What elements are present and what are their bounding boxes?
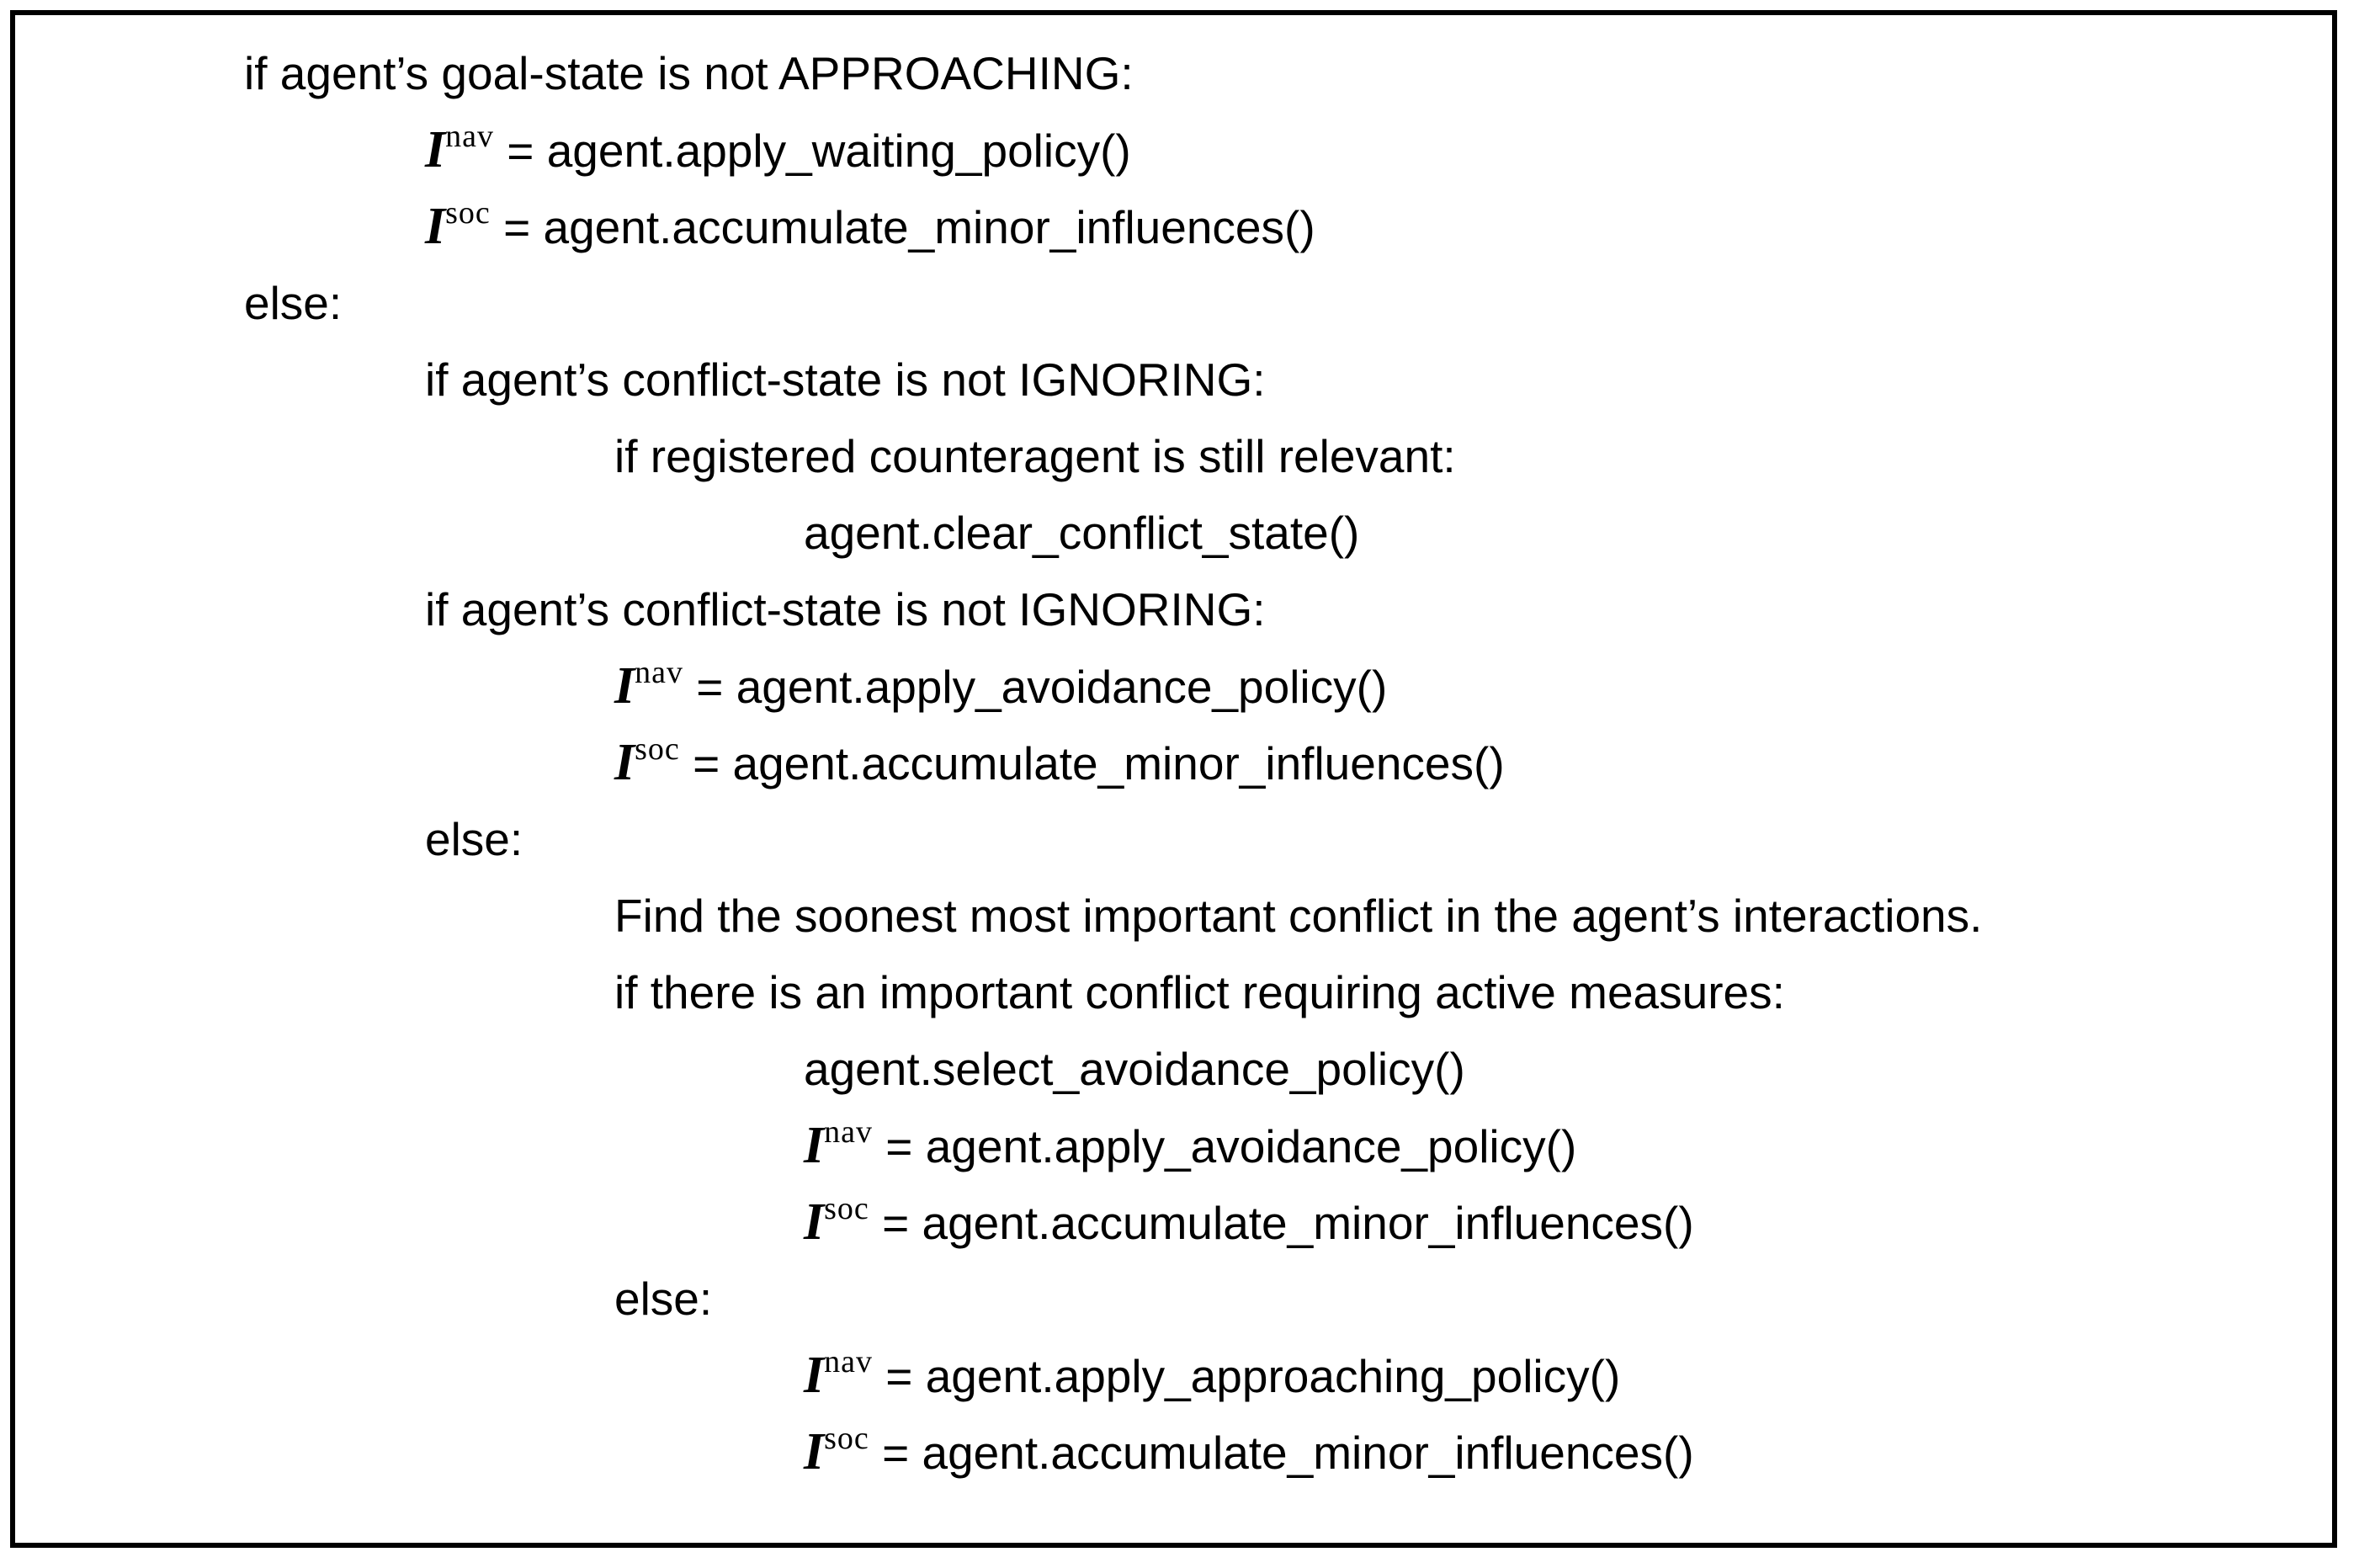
pseudocode-figure-frame: if agent’s goal-state is not APPROACHING… [10, 10, 2337, 1548]
code-line: Find the soonest most important conflict… [15, 878, 2332, 954]
code-line: if there is an important conflict requir… [15, 954, 2332, 1031]
code-text: = agent.accumulate_minor_influences() [869, 1197, 1694, 1249]
code-line: if agent’s goal-state is not APPROACHING… [15, 35, 2332, 112]
code-line: Isoc = agent.accumulate_minor_influences… [15, 1414, 2332, 1491]
code-line: Inav = agent.apply_waiting_policy() [15, 112, 2332, 189]
math-superscript: nav [445, 119, 495, 154]
math-superscript: soc [635, 731, 680, 767]
code-text: = agent.apply_avoidance_policy() [683, 661, 1388, 713]
math-variable: I [804, 1347, 825, 1404]
code-text: agent.clear_conflict_state() [804, 507, 1360, 559]
code-text: = agent.accumulate_minor_influences() [869, 1427, 1694, 1479]
code-line: Inav = agent.apply_avoidance_policy() [15, 1108, 2332, 1184]
code-line: else: [15, 1261, 2332, 1337]
code-line: Isoc = agent.accumulate_minor_influences… [15, 189, 2332, 265]
math-variable: I [614, 657, 635, 715]
code-text: Find the soonest most important conflict… [614, 890, 1983, 942]
code-line: agent.select_avoidance_policy() [15, 1031, 2332, 1108]
math-variable: I [804, 1117, 825, 1174]
code-text: else: [614, 1273, 713, 1325]
math-superscript: soc [824, 1421, 869, 1456]
code-line: Isoc = agent.accumulate_minor_influences… [15, 725, 2332, 801]
code-text: = agent.apply_waiting_policy() [494, 125, 1131, 177]
math-superscript: soc [445, 195, 491, 231]
code-line: if agent’s conflict-state is not IGNORIN… [15, 342, 2332, 418]
code-line: if agent’s conflict-state is not IGNORIN… [15, 571, 2332, 648]
math-superscript: soc [824, 1191, 869, 1226]
code-text: = agent.apply_approaching_policy() [873, 1350, 1621, 1402]
math-superscript: nav [635, 655, 684, 690]
pseudocode-block: if agent’s goal-state is not APPROACHING… [15, 35, 2332, 1491]
code-line: if registered counteragent is still rele… [15, 418, 2332, 495]
math-variable: I [425, 121, 446, 178]
code-text: = agent.apply_avoidance_policy() [873, 1120, 1577, 1172]
math-variable: I [614, 734, 635, 791]
code-line: agent.clear_conflict_state() [15, 495, 2332, 571]
math-variable: I [804, 1193, 825, 1251]
code-text: else: [425, 813, 523, 865]
code-text: if agent’s conflict-state is not IGNORIN… [425, 353, 1266, 406]
math-superscript: nav [824, 1344, 874, 1379]
code-text: if registered counteragent is still rele… [614, 430, 1456, 482]
code-text: agent.select_avoidance_policy() [804, 1043, 1465, 1095]
code-text: else: [244, 277, 343, 329]
code-line: else: [15, 801, 2332, 878]
code-text: if there is an important conflict requir… [614, 966, 1785, 1018]
math-variable: I [804, 1423, 825, 1480]
code-text: if agent’s conflict-state is not IGNORIN… [425, 583, 1266, 635]
code-line: else: [15, 265, 2332, 342]
math-variable: I [425, 198, 446, 255]
code-text: = agent.accumulate_minor_influences() [679, 737, 1505, 789]
code-line: Inav = agent.apply_approaching_policy() [15, 1337, 2332, 1414]
code-text: if agent’s goal-state is not APPROACHING… [244, 47, 1134, 99]
math-superscript: nav [824, 1114, 874, 1150]
code-line: Isoc = agent.accumulate_minor_influences… [15, 1184, 2332, 1261]
code-text: = agent.accumulate_minor_influences() [490, 201, 1315, 253]
code-line: Inav = agent.apply_avoidance_policy() [15, 648, 2332, 725]
